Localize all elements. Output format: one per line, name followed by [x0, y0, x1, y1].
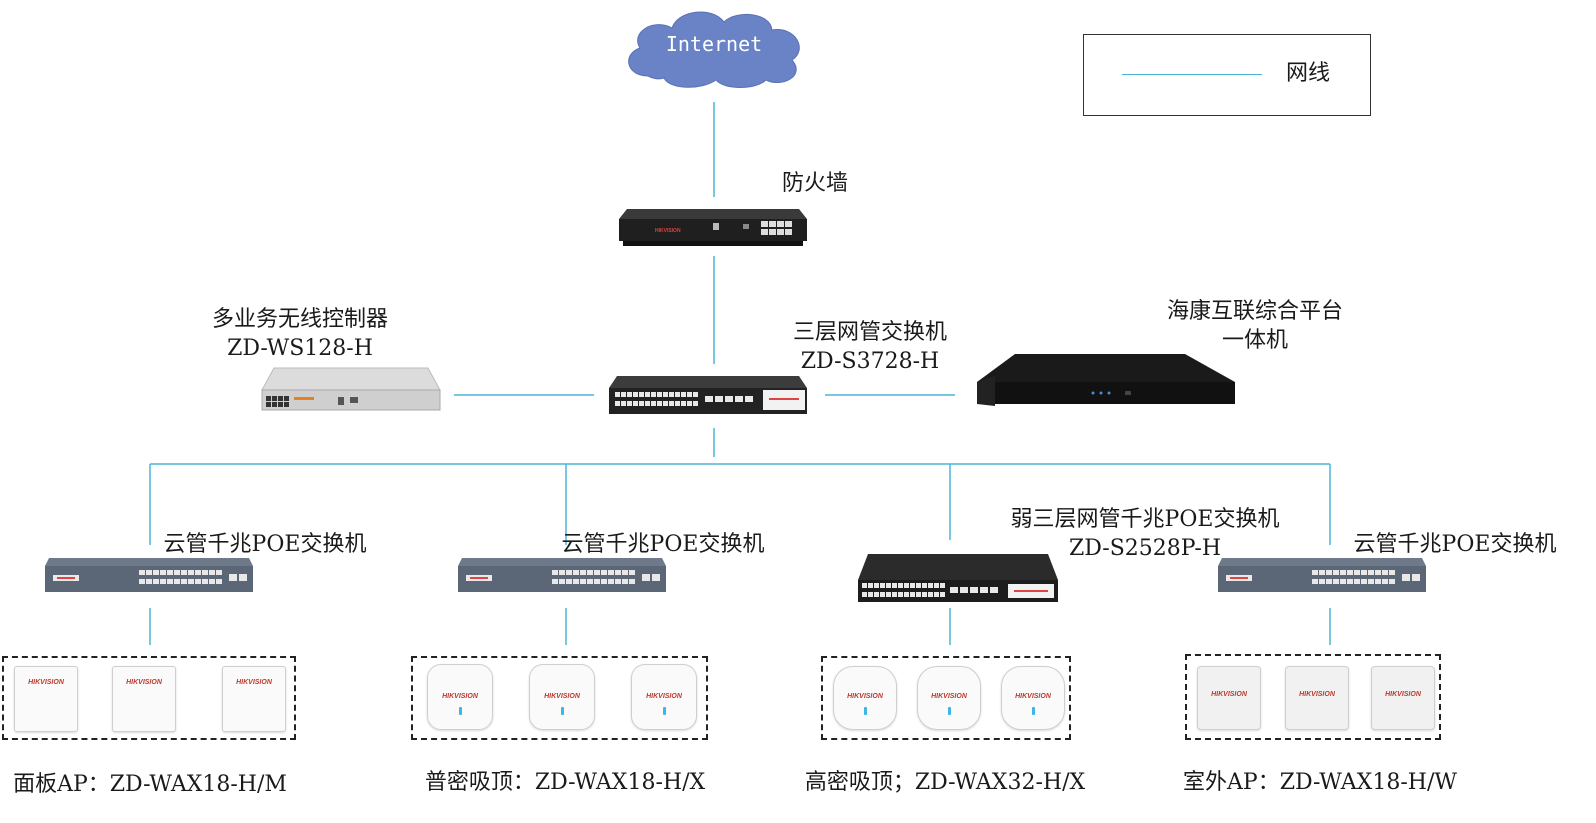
controller-label-name: 多业务无线控制器: [211, 307, 388, 332]
ap-group-outdoor: HIKVISION HIKVISION HIKVISION: [1185, 654, 1441, 740]
ceiling-ap-3: HIKVISION: [631, 664, 697, 730]
panel-ap-1: HIKVISION: [14, 666, 78, 732]
ap-caption-ceiling-high-density: 高密吸顶；ZD-WAX32-H/X: [804, 770, 1086, 795]
svg-text:HIKVISION: HIKVISION: [655, 228, 681, 234]
access-switch-2-device: [456, 556, 668, 596]
access-switch-1-label: 云管千兆POE交换机: [163, 532, 367, 557]
controller-label-model: ZD-WS128-H: [227, 336, 373, 361]
hd-ceiling-ap-1: HIKVISION: [833, 666, 897, 730]
internet-label: Internet: [665, 32, 763, 56]
access-switch-3-label-model: ZD-S2528P-H: [1068, 536, 1222, 561]
outdoor-ap-1: HIKVISION: [1197, 666, 1261, 730]
outdoor-ap-3: HIKVISION: [1371, 666, 1435, 730]
ap-caption-panel: 面板AP：ZD-WAX18-H/M: [13, 772, 287, 797]
platform-server-device: [975, 352, 1237, 412]
hd-ceiling-ap-2: HIKVISION: [917, 666, 981, 730]
ap-caption-outdoor: 室外AP：ZD-WAX18-H/W: [1183, 770, 1457, 795]
panel-ap-2: HIKVISION: [112, 666, 176, 732]
ap-group-ceiling-standard: HIKVISION HIKVISION HIKVISION: [411, 656, 708, 740]
core-switch-label-model: ZD-S3728-H: [800, 349, 940, 374]
panel-ap-3: HIKVISION: [222, 666, 286, 732]
access-switch-4-label: 云管千兆POE交换机: [1353, 532, 1557, 557]
access-switch-3-label-name: 弱三层网管千兆POE交换机: [1010, 507, 1280, 532]
ceiling-ap-1: HIKVISION: [427, 664, 493, 730]
access-switch-4-device: [1216, 556, 1428, 596]
access-switch-3-device: [856, 552, 1060, 606]
outdoor-ap-2: HIKVISION: [1285, 666, 1349, 730]
platform-label-name: 海康互联综合平台: [1166, 299, 1343, 324]
core-switch-device: [607, 374, 809, 420]
access-switch-1-device: [43, 556, 255, 596]
hd-ceiling-ap-3: HIKVISION: [1001, 666, 1065, 730]
ap-caption-ceiling-standard: 普密吸顶：ZD-WAX18-H/X: [424, 770, 706, 795]
legend-cable-line: [1122, 74, 1262, 75]
legend-label: 网线: [1286, 61, 1331, 86]
firewall-device: HIKVISION: [617, 205, 809, 249]
ceiling-ap-2: HIKVISION: [529, 664, 595, 730]
internet-cloud: Internet: [620, 6, 808, 90]
platform-label-type: 一体机: [1221, 328, 1288, 353]
access-switch-2-label: 云管千兆POE交换机: [561, 532, 765, 557]
ap-group-panel: HIKVISION HIKVISION HIKVISION: [2, 656, 296, 740]
legend: 网线: [1083, 34, 1371, 116]
firewall-label: 防火墙: [781, 171, 848, 196]
ap-group-ceiling-high-density: HIKVISION HIKVISION HIKVISION: [821, 656, 1071, 740]
wireless-controller-device: [258, 366, 442, 414]
core-switch-label-name: 三层网管交换机: [792, 320, 947, 345]
